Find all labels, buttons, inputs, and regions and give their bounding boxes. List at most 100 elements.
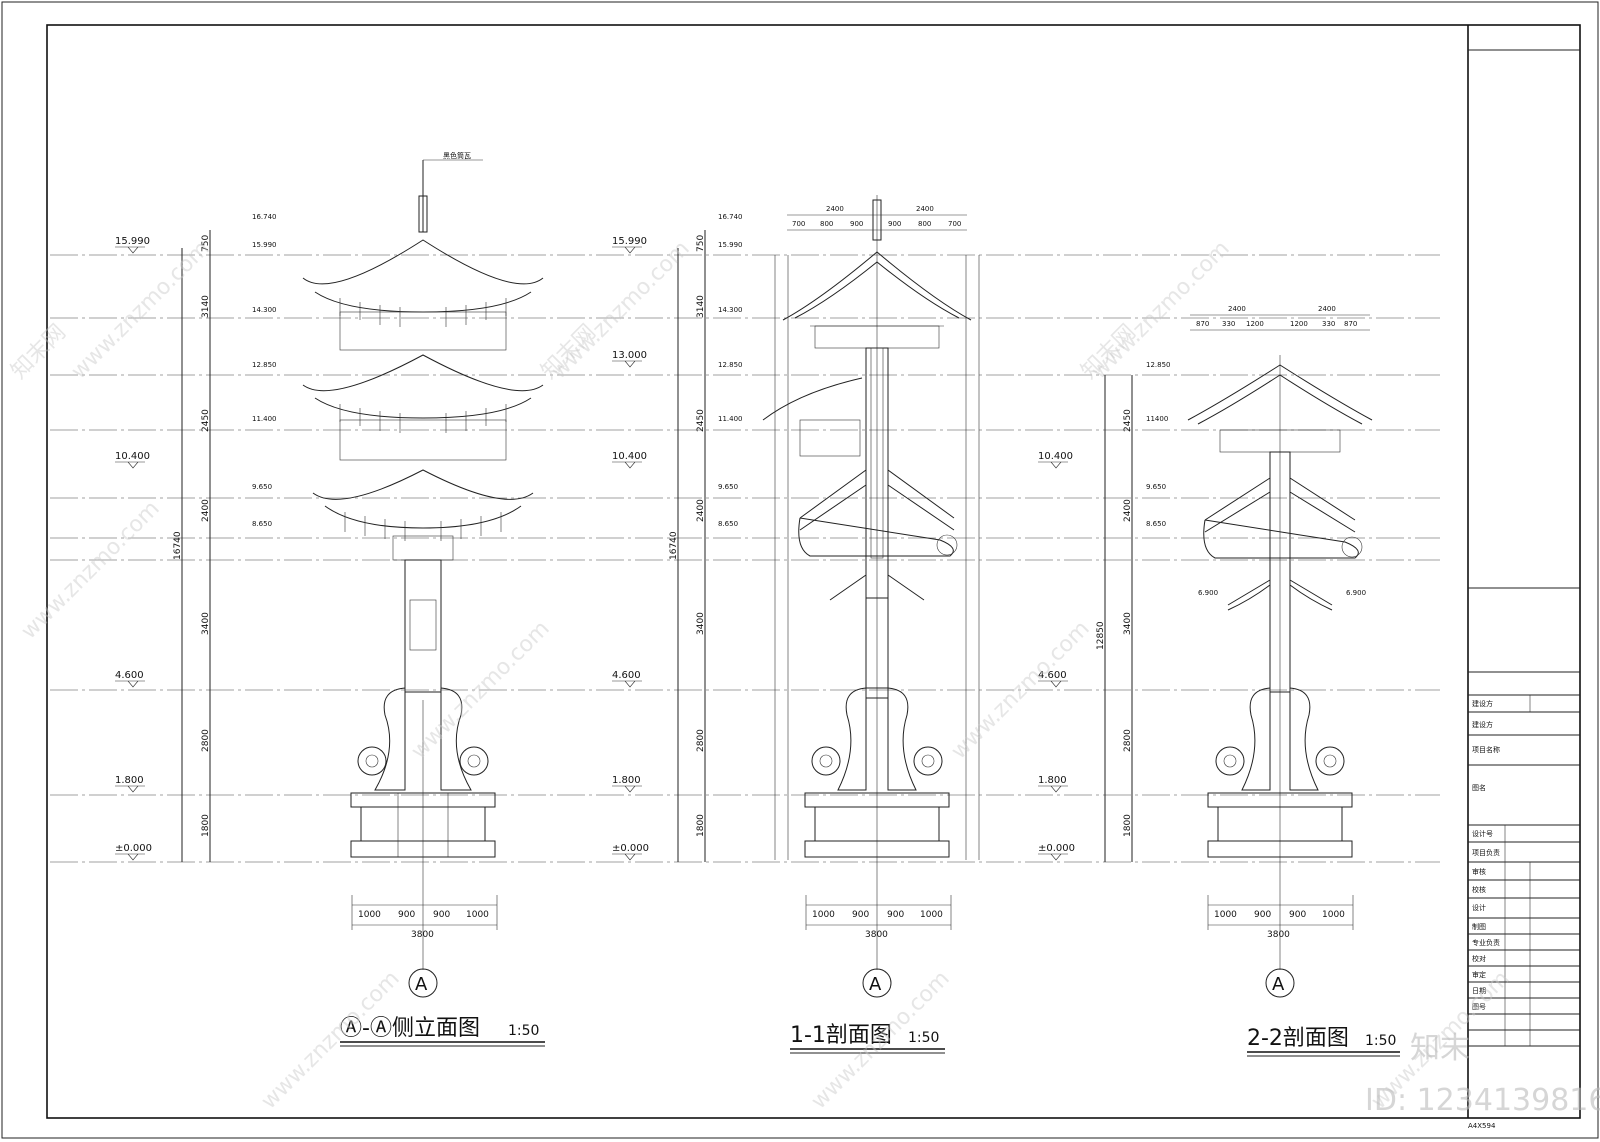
vertical-dimension-mid: 16740 750 3140 2450 2400 3400 2800 1800: [669, 230, 706, 862]
elev-12850-right: 12.850: [1146, 361, 1171, 369]
elev-16740-left: 16.740: [252, 213, 277, 221]
tb-label-drawing-name: 图名: [1472, 783, 1486, 792]
tb-stamp: A4X594: [1468, 1122, 1496, 1130]
level-15990-left: 15.990: [115, 236, 150, 247]
dim-bottom-1000-a-mid: 1000: [812, 910, 835, 920]
dim-2400-right: 2400: [1123, 499, 1133, 522]
dim-3140-mid: 3140: [696, 295, 706, 318]
dim-3400-mid: 3400: [696, 612, 706, 635]
dim-top-half-right-right: 2400: [1318, 305, 1336, 313]
dim-top-800-a: 800: [820, 220, 833, 228]
elev-14300-mid: 14.300: [718, 306, 743, 314]
dim-bottom-900-a-right: 900: [1254, 910, 1271, 920]
level-15990-mid: 15.990: [612, 236, 647, 247]
dim-bottom-1000-b-right: 1000: [1322, 910, 1345, 920]
tb-label-design-no: 设计号: [1472, 829, 1493, 838]
elev-8650-right: 8.650: [1146, 520, 1166, 528]
tb-label-date: 日期: [1472, 987, 1486, 995]
dim-1800-mid: 1800: [696, 814, 706, 837]
dim-top-1200-b: 1200: [1290, 320, 1308, 328]
dim-3140-left: 3140: [201, 295, 211, 318]
elevation-labels-mid: 16.740 15.990 14.300 12.850 11.400 9.650…: [718, 213, 743, 528]
elev-9650-mid: 9.650: [718, 483, 738, 491]
dim-top-330-b: 330: [1322, 320, 1335, 328]
level-13000-mid: 13.000: [612, 350, 647, 361]
dim-top-half-right-mid: 2400: [916, 205, 934, 213]
dim-bottom-900-b-mid: 900: [887, 910, 904, 920]
elev-15990-left: 15.990: [252, 241, 277, 249]
elev-12850-mid: 12.850: [718, 361, 743, 369]
watermark-id: ID: 1234139816: [1365, 1083, 1600, 1118]
dim-top-900-b: 900: [888, 220, 901, 228]
level-1800-mid: 1.800: [612, 775, 641, 786]
dim-top-1200-a: 1200: [1246, 320, 1264, 328]
elev-9650-left: 9.650: [252, 483, 272, 491]
axis-bubbles: A A A: [408, 968, 1295, 998]
tb-label-check: 校核: [1472, 885, 1486, 894]
title-section-1-1: 1-1剖面图: [790, 1023, 892, 1048]
dim-bottom-1000-b-mid: 1000: [920, 910, 943, 920]
tb-label-project: 项目名称: [1472, 745, 1500, 754]
level-10400-mid: 10.400: [612, 451, 647, 462]
dim-3400-right: 3400: [1123, 612, 1133, 635]
elev-8650-mid: 8.650: [718, 520, 738, 528]
dim-2450-mid: 2450: [696, 409, 706, 432]
dim-1800-left: 1800: [201, 814, 211, 837]
dim-2800-left: 2800: [201, 729, 211, 752]
level-4600-right: 4.600: [1038, 670, 1067, 681]
elev-9650-right: 9.650: [1146, 483, 1166, 491]
dim-top-870-a: 870: [1196, 320, 1209, 328]
dim-2400-mid: 2400: [696, 499, 706, 522]
elev-15990-mid: 15.990: [718, 241, 743, 249]
level-1800-right: 1.800: [1038, 775, 1067, 786]
tb-label-design: 设计: [1472, 903, 1486, 912]
axis-label-right: A: [1272, 974, 1285, 995]
bottom-dimension-left: 1000 900 900 1000 3800: [351, 895, 498, 940]
dim-top-half-left-right: 2400: [1228, 305, 1246, 313]
dim-2400-left: 2400: [201, 499, 211, 522]
dim-750-left: 750: [201, 235, 211, 252]
elev-11400-left: 11.400: [252, 415, 277, 423]
watermarks: www.znzmo.com www.znzmo.com www.znzmo.co…: [7, 236, 1600, 1118]
axis-bubble-left: [408, 968, 438, 998]
callout-black-tile: 黑色筒瓦: [443, 151, 471, 160]
dim-bottom-total-mid: 3800: [865, 930, 888, 940]
elev-8650-left: 8.650: [252, 520, 272, 528]
tb-label-client-2: 建设方: [1472, 720, 1493, 729]
tb-label-lead: 项目负责: [1472, 848, 1500, 857]
level-markers-left: 15.990 10.400 4.600 1.800 ±0.000: [115, 236, 152, 861]
level-lines: [50, 254, 1440, 863]
dim-total-right: 12850: [1096, 621, 1106, 650]
elev-12850-left: 12.850: [252, 361, 277, 369]
dim-2800-right: 2800: [1123, 729, 1133, 752]
title-side-elevation: Ⓐ-Ⓐ侧立面图: [340, 1016, 480, 1041]
dim-3400-left: 3400: [201, 612, 211, 635]
view-titles: Ⓐ-Ⓐ侧立面图 1:50 1-1剖面图 1:50 2-2剖面图 1:50: [340, 1016, 1400, 1057]
title-section-2-2: 2-2剖面图: [1247, 1026, 1349, 1051]
elevation-labels-left: 16.740 15.990 14.300 12.850 11.400 9.650…: [252, 213, 277, 528]
elev-11400-mid: 11.400: [718, 415, 743, 423]
section-1-1-drawing: 2400 2400 700 800 900 900 800 700: [762, 195, 980, 970]
scale-section-2-2: 1:50: [1365, 1033, 1396, 1049]
dim-2450-left: 2450: [201, 409, 211, 432]
dim-bottom-total-right: 3800: [1267, 930, 1290, 940]
dim-bottom-900-a-left: 900: [398, 910, 415, 920]
level-0-right: ±0.000: [1038, 843, 1075, 854]
elev-6900-right-a: 6.900: [1198, 589, 1218, 597]
scale-section-1-1: 1:50: [908, 1030, 939, 1046]
watermark-site-1: www.znzmo.com: [67, 236, 215, 384]
sheet-inner-border: [46, 24, 1581, 1119]
vertical-dimension-right: 12850 2450 2400 3400 2800 1800: [1096, 375, 1133, 862]
dim-1800-right: 1800: [1123, 814, 1133, 837]
tb-label-proof: 校对: [1472, 954, 1486, 963]
section-2-2-drawing: 2400 2400 870 330 1200 1200 330 870: [1187, 305, 1373, 970]
dim-bottom-1000-b-left: 1000: [466, 910, 489, 920]
level-10400-left: 10.400: [115, 451, 150, 462]
axis-label-mid: A: [869, 974, 882, 995]
watermark-brand-1: 知末网: [7, 320, 71, 384]
dim-bottom-1000-a-left: 1000: [358, 910, 381, 920]
dim-total-left: 16740: [173, 531, 183, 560]
level-0-left: ±0.000: [115, 843, 152, 854]
